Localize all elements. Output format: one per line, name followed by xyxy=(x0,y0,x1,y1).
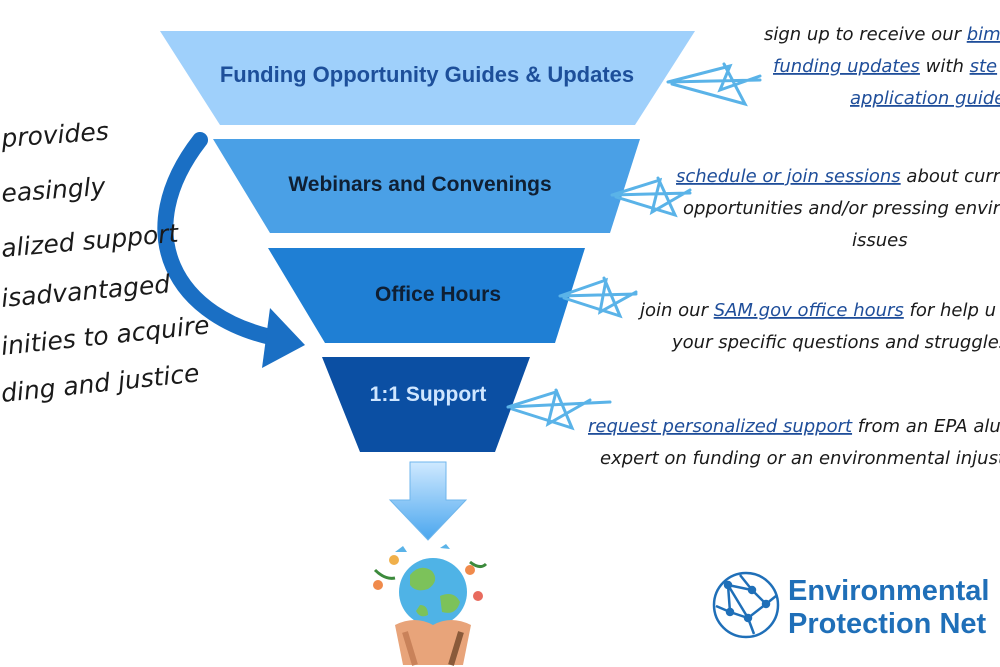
note-webinars-line-2: opportunities and/or pressing enviro xyxy=(683,198,1000,219)
logo-line-1: Environmental xyxy=(788,575,989,607)
left-text-line: provides xyxy=(0,117,110,153)
note-support-line-1[interactable]: request personalized support from an EPA… xyxy=(588,416,1000,437)
tier-webinars-label: Webinars and Convenings xyxy=(288,173,551,196)
note-webinars-line-1[interactable]: schedule or join sessions about curre xyxy=(676,166,1000,187)
epn-logo: Environmental Protection Net xyxy=(712,571,989,640)
note-webinars-line-3: issues xyxy=(852,230,908,251)
tier-funding-guides xyxy=(160,31,695,125)
scribble-arrow-icon xyxy=(558,276,638,319)
scribble-arrow-icon xyxy=(610,176,692,218)
tier-office-hours-label: Office Hours xyxy=(375,283,501,306)
note-funding-line-1[interactable]: sign up to receive our bim xyxy=(764,24,1000,45)
left-text-line: inities to acquire xyxy=(0,310,211,361)
network-globe-icon xyxy=(712,571,780,639)
down-arrow-icon xyxy=(388,461,468,541)
note-office-hours-line-1[interactable]: join our SAM.gov office hours for help u xyxy=(637,300,996,321)
left-text-line: ding and justice xyxy=(0,358,201,408)
right-notes: sign up to receive our bim funding updat… xyxy=(588,24,1000,469)
curved-arrow-icon xyxy=(157,132,305,368)
tier-funding-guides-label: Funding Opportunity Guides & Updates xyxy=(220,62,634,87)
left-text-line: easingly xyxy=(0,172,107,208)
note-support-line-2: expert on funding or an environmental in… xyxy=(600,448,1000,469)
note-funding-line-2[interactable]: funding updates with ste xyxy=(773,56,997,77)
note-office-hours-line-2: your specific questions and struggles xyxy=(671,332,1000,353)
left-text-line: isadvantaged xyxy=(0,269,171,313)
left-handwritten-text: provides easingly alized support isadvan… xyxy=(0,117,211,408)
logo-line-2: Protection Net xyxy=(788,608,987,640)
tier-one-on-one-support xyxy=(322,357,530,452)
scribble-arrow-icon xyxy=(506,388,612,431)
tier-one-on-one-label: 1:1 Support xyxy=(370,383,487,406)
tier-office-hours xyxy=(268,248,585,343)
annotation-arrows xyxy=(506,62,762,431)
earth-hands-icon xyxy=(373,544,488,666)
scribble-arrow-icon xyxy=(666,62,762,107)
left-text-line: alized support xyxy=(0,219,181,263)
note-funding-line-3[interactable]: application guides xyxy=(850,88,1000,109)
tier-webinars xyxy=(213,139,640,233)
